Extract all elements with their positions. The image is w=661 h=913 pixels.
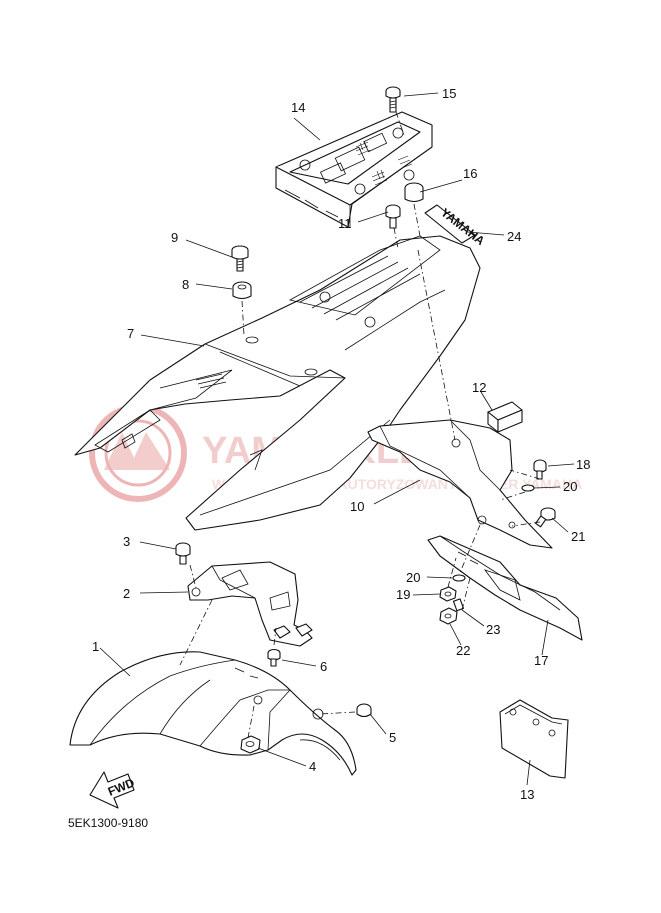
callout-20-lower: 20 <box>406 570 420 585</box>
part-7-rear-fender <box>74 235 481 531</box>
callout-22: 22 <box>456 643 470 658</box>
diagram-code: 5EK1300-9180 <box>68 816 148 830</box>
callout-6: 6 <box>320 659 327 674</box>
part-4-nut <box>240 735 261 754</box>
part-10-flap-bracket <box>367 419 553 549</box>
fwd-arrow-icon: FWD <box>89 771 137 809</box>
watermark-logo-emblem <box>89 404 187 502</box>
part-8-damper <box>232 281 252 300</box>
callout-2: 2 <box>123 586 130 601</box>
part-3-bolt <box>175 542 191 565</box>
callout-3: 3 <box>123 534 130 549</box>
callout-20-upper: 20 <box>563 479 577 494</box>
part-14-rear-carrier <box>275 111 433 228</box>
part-22-nut <box>439 607 458 625</box>
callout-21: 21 <box>571 529 585 544</box>
part-2-fender-bracket <box>187 561 313 647</box>
callout-12: 12 <box>472 380 486 395</box>
assembly-lines <box>179 111 541 739</box>
callout-labels: 1 2 3 4 5 6 7 8 9 10 11 12 13 14 15 16 1… <box>92 86 590 802</box>
callout-19: 19 <box>396 587 410 602</box>
callout-23: 23 <box>486 622 500 637</box>
callout-13: 13 <box>520 787 534 802</box>
callout-16: 16 <box>463 166 477 181</box>
part-20-collar-lower <box>452 574 466 582</box>
part-23-collar <box>452 598 465 612</box>
callout-15: 15 <box>442 86 456 101</box>
callout-5: 5 <box>389 730 396 745</box>
callout-1: 1 <box>92 639 99 654</box>
part-6-bolt <box>267 648 281 667</box>
part-9-bolt <box>231 245 249 272</box>
callout-8: 8 <box>182 277 189 292</box>
part-11-bolt <box>385 204 401 229</box>
callout-11: 11 <box>338 216 352 231</box>
part-18-screw <box>533 459 547 480</box>
part-15-bolt <box>385 86 401 113</box>
part-16-damper <box>404 182 424 203</box>
part-19-nut <box>439 586 457 602</box>
callout-14: 14 <box>291 100 305 115</box>
callout-18: 18 <box>576 457 590 472</box>
part-1-front-fender <box>69 651 357 776</box>
part-5-cap <box>356 703 372 718</box>
callout-24: 24 <box>507 229 521 244</box>
part-21-screw <box>535 507 556 528</box>
leader-lines <box>99 92 575 786</box>
callout-4: 4 <box>309 759 316 774</box>
callout-10: 10 <box>350 499 364 514</box>
part-20-collar-upper <box>521 484 535 492</box>
callout-9: 9 <box>171 230 178 245</box>
part-13-number-plate <box>499 699 569 779</box>
callout-17: 17 <box>534 653 548 668</box>
callout-7: 7 <box>127 326 134 341</box>
part-12-reflector <box>487 401 523 433</box>
